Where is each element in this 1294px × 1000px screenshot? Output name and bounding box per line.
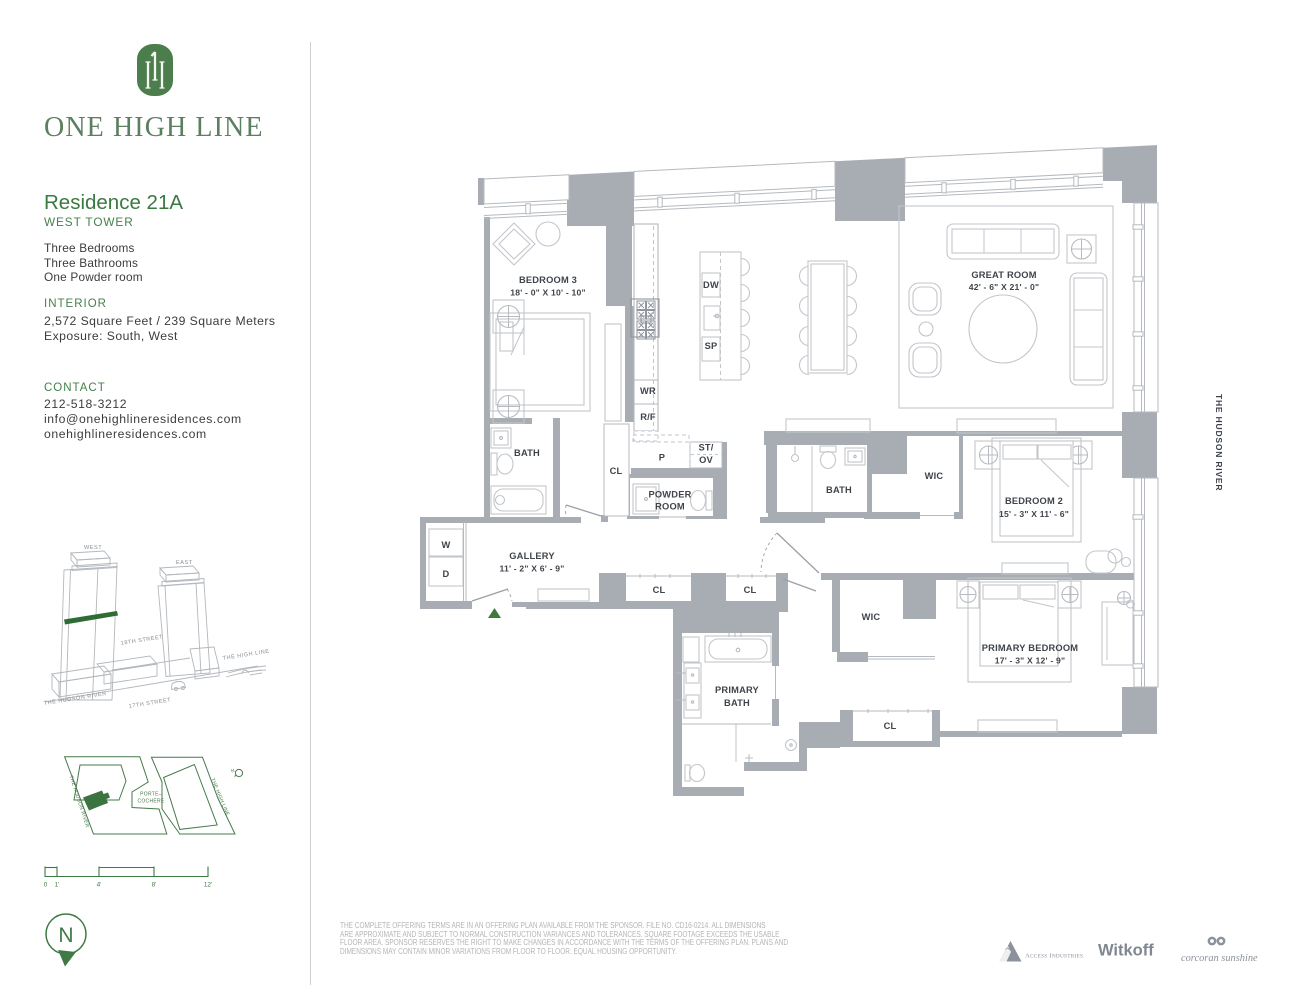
svg-text:CL: CL	[884, 721, 897, 731]
svg-text:18' - 0" X 10' - 10": 18' - 0" X 10' - 10"	[510, 288, 585, 298]
svg-text:0: 0	[44, 882, 48, 889]
svg-text:WEST: WEST	[84, 545, 102, 551]
svg-text:17' - 3" X 12' - 9": 17' - 3" X 12' - 9"	[995, 656, 1066, 666]
svg-text:PORTE–: PORTE–	[140, 792, 162, 798]
svg-text:corcoran sunshine: corcoran sunshine	[1181, 953, 1258, 964]
svg-text:17TH STREET: 17TH STREET	[128, 697, 171, 710]
svg-text:COCHÈRE: COCHÈRE	[137, 798, 164, 805]
svg-text:P: P	[659, 453, 665, 463]
svg-text:BEDROOM 3: BEDROOM 3	[519, 275, 577, 285]
svg-text:BATH: BATH	[724, 698, 750, 708]
svg-text:4': 4'	[97, 882, 102, 889]
svg-text:N: N	[230, 768, 235, 774]
svg-text:CL: CL	[653, 585, 666, 595]
svg-text:N: N	[58, 924, 73, 947]
svg-text:GREAT ROOM: GREAT ROOM	[971, 270, 1036, 280]
svg-text:THE HUDSON RIVER: THE HUDSON RIVER	[1214, 394, 1224, 491]
svg-text:WR: WR	[640, 386, 656, 396]
svg-text:42' - 6" X 21' - 0": 42' - 6" X 21' - 0"	[969, 282, 1040, 292]
svg-text:12': 12'	[204, 882, 212, 889]
svg-text:CL: CL	[610, 466, 623, 476]
svg-text:1': 1'	[55, 882, 60, 889]
svg-text:R/F: R/F	[640, 412, 656, 422]
svg-text:PRIMARY BEDROOM: PRIMARY BEDROOM	[982, 643, 1079, 653]
svg-text:BEDROOM 2: BEDROOM 2	[1005, 496, 1063, 506]
svg-text:THE HIGH LINE: THE HIGH LINE	[222, 649, 270, 662]
svg-text:PRIMARY: PRIMARY	[715, 685, 760, 695]
svg-text:W: W	[442, 540, 451, 550]
svg-text:OV: OV	[699, 455, 713, 465]
svg-text:ACCESS INDUSTRIES: ACCESS INDUSTRIES	[1025, 953, 1083, 960]
svg-text:D: D	[443, 569, 450, 579]
svg-text:WIC: WIC	[862, 612, 881, 622]
svg-text:BATH: BATH	[514, 448, 540, 458]
svg-text:BATH: BATH	[826, 485, 852, 495]
svg-text:CL: CL	[744, 585, 757, 595]
svg-text:11' - 2" X 6' - 9": 11' - 2" X 6' - 9"	[499, 564, 564, 574]
svg-text:POWDER: POWDER	[648, 490, 691, 500]
svg-text:SP: SP	[705, 341, 718, 351]
svg-text:8': 8'	[152, 882, 157, 889]
svg-text:Witkoff: Witkoff	[1098, 942, 1154, 960]
svg-text:THE HUDSON RIVER: THE HUDSON RIVER	[43, 691, 107, 707]
svg-text:ROOM: ROOM	[655, 502, 685, 512]
svg-text:EAST: EAST	[176, 560, 193, 566]
svg-text:WIC: WIC	[925, 471, 944, 481]
svg-text:ST/: ST/	[698, 443, 713, 453]
svg-text:18TH STREET: 18TH STREET	[120, 634, 163, 647]
svg-text:15' - 3" X 11' - 6": 15' - 3" X 11' - 6"	[999, 509, 1069, 519]
svg-text:GALLERY: GALLERY	[509, 551, 555, 561]
svg-text:DW: DW	[703, 280, 719, 290]
